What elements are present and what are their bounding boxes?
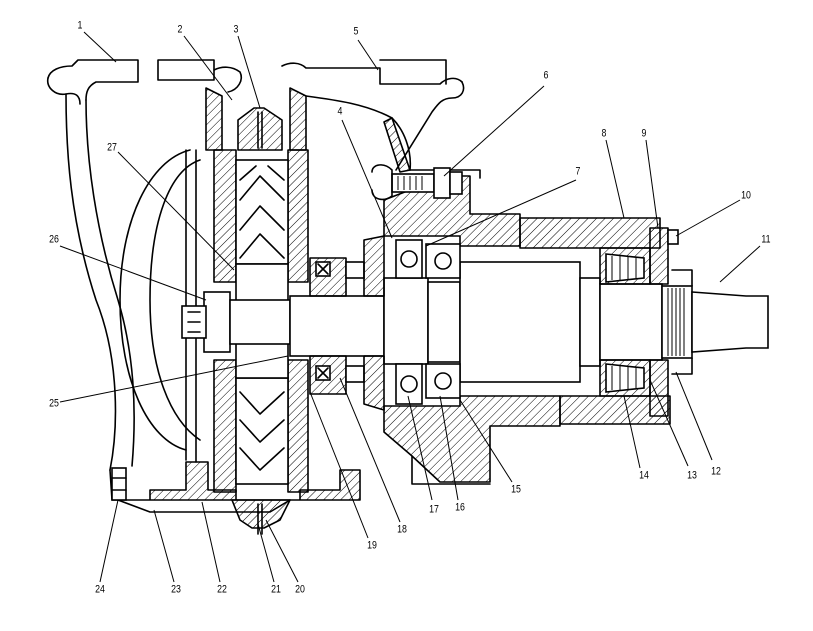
pump-casing bbox=[46, 59, 465, 513]
part-label-10: 10 bbox=[741, 189, 751, 202]
part-label-11: 11 bbox=[761, 233, 771, 246]
part-label-22: 22 bbox=[217, 583, 227, 596]
part-label-26: 26 bbox=[49, 233, 59, 246]
part-label-9: 9 bbox=[641, 127, 647, 140]
part-label-23: 23 bbox=[171, 583, 181, 596]
part-label-14: 14 bbox=[639, 469, 649, 482]
part-label-24: 24 bbox=[95, 583, 105, 596]
part-label-13: 13 bbox=[687, 469, 697, 482]
part-label-19: 19 bbox=[367, 539, 377, 552]
part-label-8: 8 bbox=[601, 127, 607, 140]
impeller-nut bbox=[181, 291, 291, 353]
part-label-16: 16 bbox=[455, 501, 465, 514]
drain-plug bbox=[111, 467, 127, 501]
part-label-25: 25 bbox=[49, 397, 59, 410]
outboard-bearing bbox=[599, 227, 693, 417]
leader-lines bbox=[59, 31, 761, 583]
part-label-12: 12 bbox=[711, 465, 721, 478]
inboard-bearing bbox=[395, 239, 461, 405]
part-label-2: 2 bbox=[177, 23, 183, 36]
part-label-6: 6 bbox=[543, 69, 549, 82]
part-label-5: 5 bbox=[353, 25, 359, 38]
part-label-3: 3 bbox=[233, 23, 239, 36]
part-label-4: 4 bbox=[337, 105, 343, 118]
part-label-21: 21 bbox=[271, 583, 281, 596]
part-label-7: 7 bbox=[575, 165, 581, 178]
shaft bbox=[289, 261, 769, 383]
part-label-20: 20 bbox=[295, 583, 305, 596]
part-label-1: 1 bbox=[77, 19, 83, 32]
seal-assembly bbox=[309, 235, 385, 411]
part-label-17: 17 bbox=[429, 503, 439, 516]
bearing-frame bbox=[371, 164, 671, 485]
part-label-15: 15 bbox=[511, 483, 521, 496]
part-label-27: 27 bbox=[107, 141, 117, 154]
impeller bbox=[213, 107, 309, 535]
part-label-18: 18 bbox=[397, 523, 407, 536]
